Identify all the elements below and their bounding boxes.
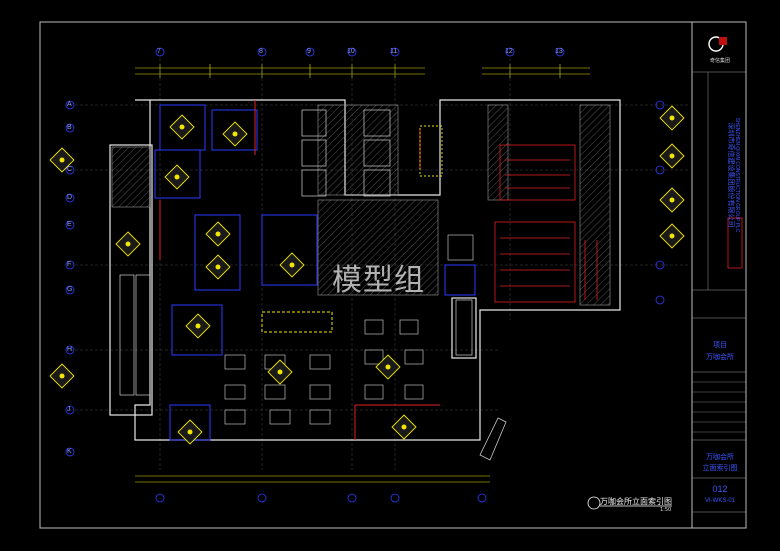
grid-label-left: C [67,166,73,173]
grid-bubbles-top [155,47,565,503]
grid-label-left: A [67,101,72,108]
caption-symbol [587,496,601,510]
grid-label-left: F [67,261,72,268]
grid-label-left: H [67,346,73,353]
company-name-en: SHENZHEN QIXIN CONSTRUCTION GROUP PLC [734,117,740,233]
grid-label-top: 7 [157,48,161,55]
ramp [479,417,507,461]
auditorium-seats [494,144,598,303]
grid-bubbles-left [65,100,665,457]
room-outlines [154,104,476,441]
grid-label-left: D [67,194,73,201]
grid-label-top: 8 [259,48,263,55]
grid-label-top: 10 [347,48,355,55]
sheet-number: 012 [712,484,728,494]
logo-text: 奇信集团 [709,58,730,64]
elevation-tag-dots [59,115,675,435]
grid-label-top: 9 [307,48,311,55]
grid-label-left: B [67,124,72,131]
grid-label-left: K [67,448,72,455]
grid-label-left: E [67,221,72,228]
stair-highlight [419,125,443,177]
lounge-tables [224,234,474,425]
drawing-name-1: 万咖会所 [706,454,734,461]
project-label: 项目 [713,342,727,349]
grid-label-left: G [67,286,73,293]
grid-label-top: 12 [505,48,513,55]
elevators [119,109,473,396]
title-block-info-rows [692,381,746,433]
drawing-caption: 万咖会所立面索引图 [600,497,672,506]
title-block-frame [691,21,747,529]
drawing-scale: 1:50 [660,507,672,513]
project-name: 万咖会所 [706,354,734,361]
title-block-lines [692,71,746,513]
dimension-ticks [159,64,561,78]
bar-counter [261,311,333,333]
company-logo [708,36,727,52]
grid-label-left: J [67,406,71,413]
title-red-box [727,217,743,269]
watermark: 模型组 [332,263,425,298]
grid-label-top: 13 [555,48,563,55]
sheet-code: VI-WKS-01 [704,498,735,504]
top-dimensions [135,67,590,483]
grid-label-top: 11 [390,48,398,55]
drawing-name-2: 立面索引图 [702,465,738,472]
